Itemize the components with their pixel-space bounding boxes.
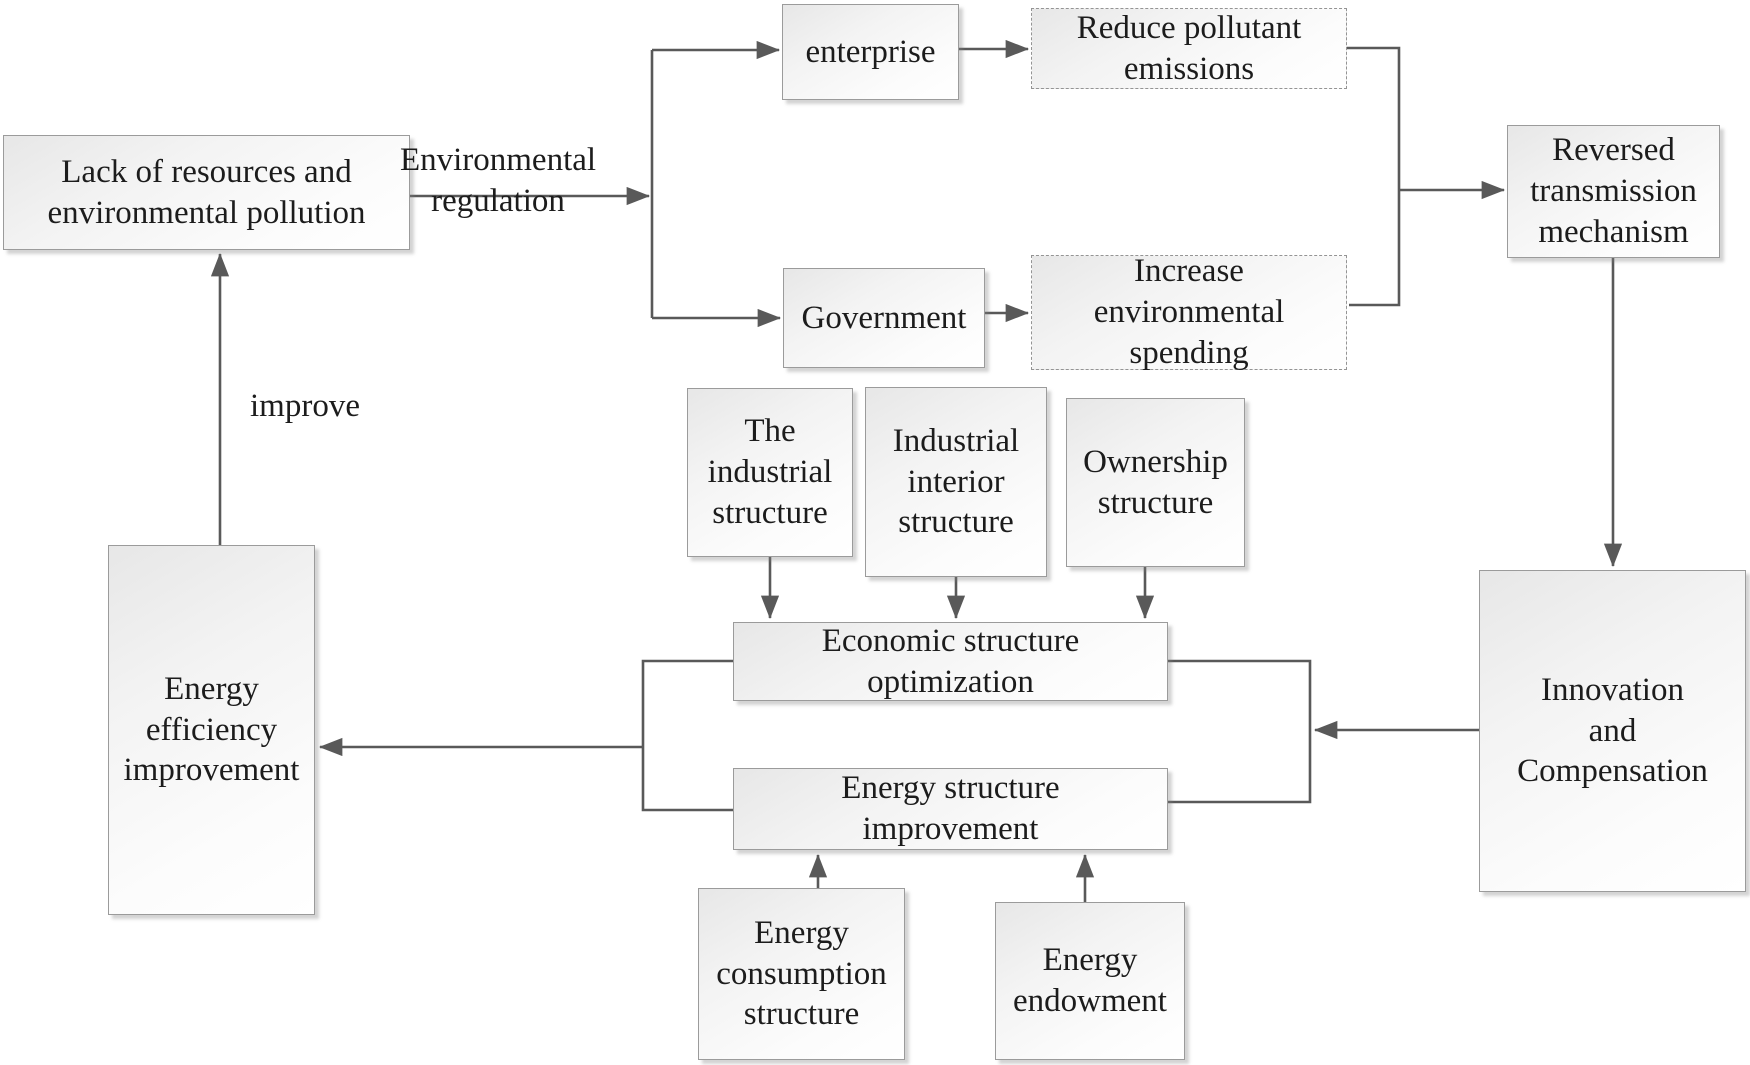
node-energy-consumption-structure: Energy consumption structure: [698, 888, 905, 1060]
label-environmental-regulation: Environmental regulation: [399, 142, 597, 219]
node-industrial-interior-structure: Industrial interior structure: [865, 387, 1047, 577]
node-ownership-structure: Ownership structure: [1066, 398, 1245, 567]
node-economic-structure-optimization: Economic structure optimization: [733, 622, 1168, 701]
line-left-bracket: [641, 659, 733, 812]
node-energy-endowment: Energy endowment: [995, 902, 1185, 1060]
node-enterprise: enterprise: [782, 4, 959, 100]
line-merge-right: [1347, 46, 1401, 307]
label-improve: improve: [250, 388, 360, 424]
node-lack-of-resources: Lack of resources and environmental poll…: [3, 135, 410, 250]
node-reversed-transmission-mechanism: Reversed transmission mechanism: [1507, 125, 1720, 258]
node-reduce-pollutant-emissions: Reduce pollutant emissions: [1031, 8, 1347, 89]
node-innovation-and-compensation: Innovation and Compensation: [1479, 570, 1746, 892]
node-energy-structure-improvement: Energy structure improvement: [733, 768, 1168, 850]
node-industrial-structure: The industrial structure: [687, 388, 853, 557]
line-right-bracket: [1168, 659, 1312, 804]
node-government: Government: [783, 268, 985, 368]
node-increase-environmental-spending: Increase environmental spending: [1031, 253, 1347, 371]
node-energy-efficiency-improvement: Energy efficiency improvement: [108, 545, 315, 915]
